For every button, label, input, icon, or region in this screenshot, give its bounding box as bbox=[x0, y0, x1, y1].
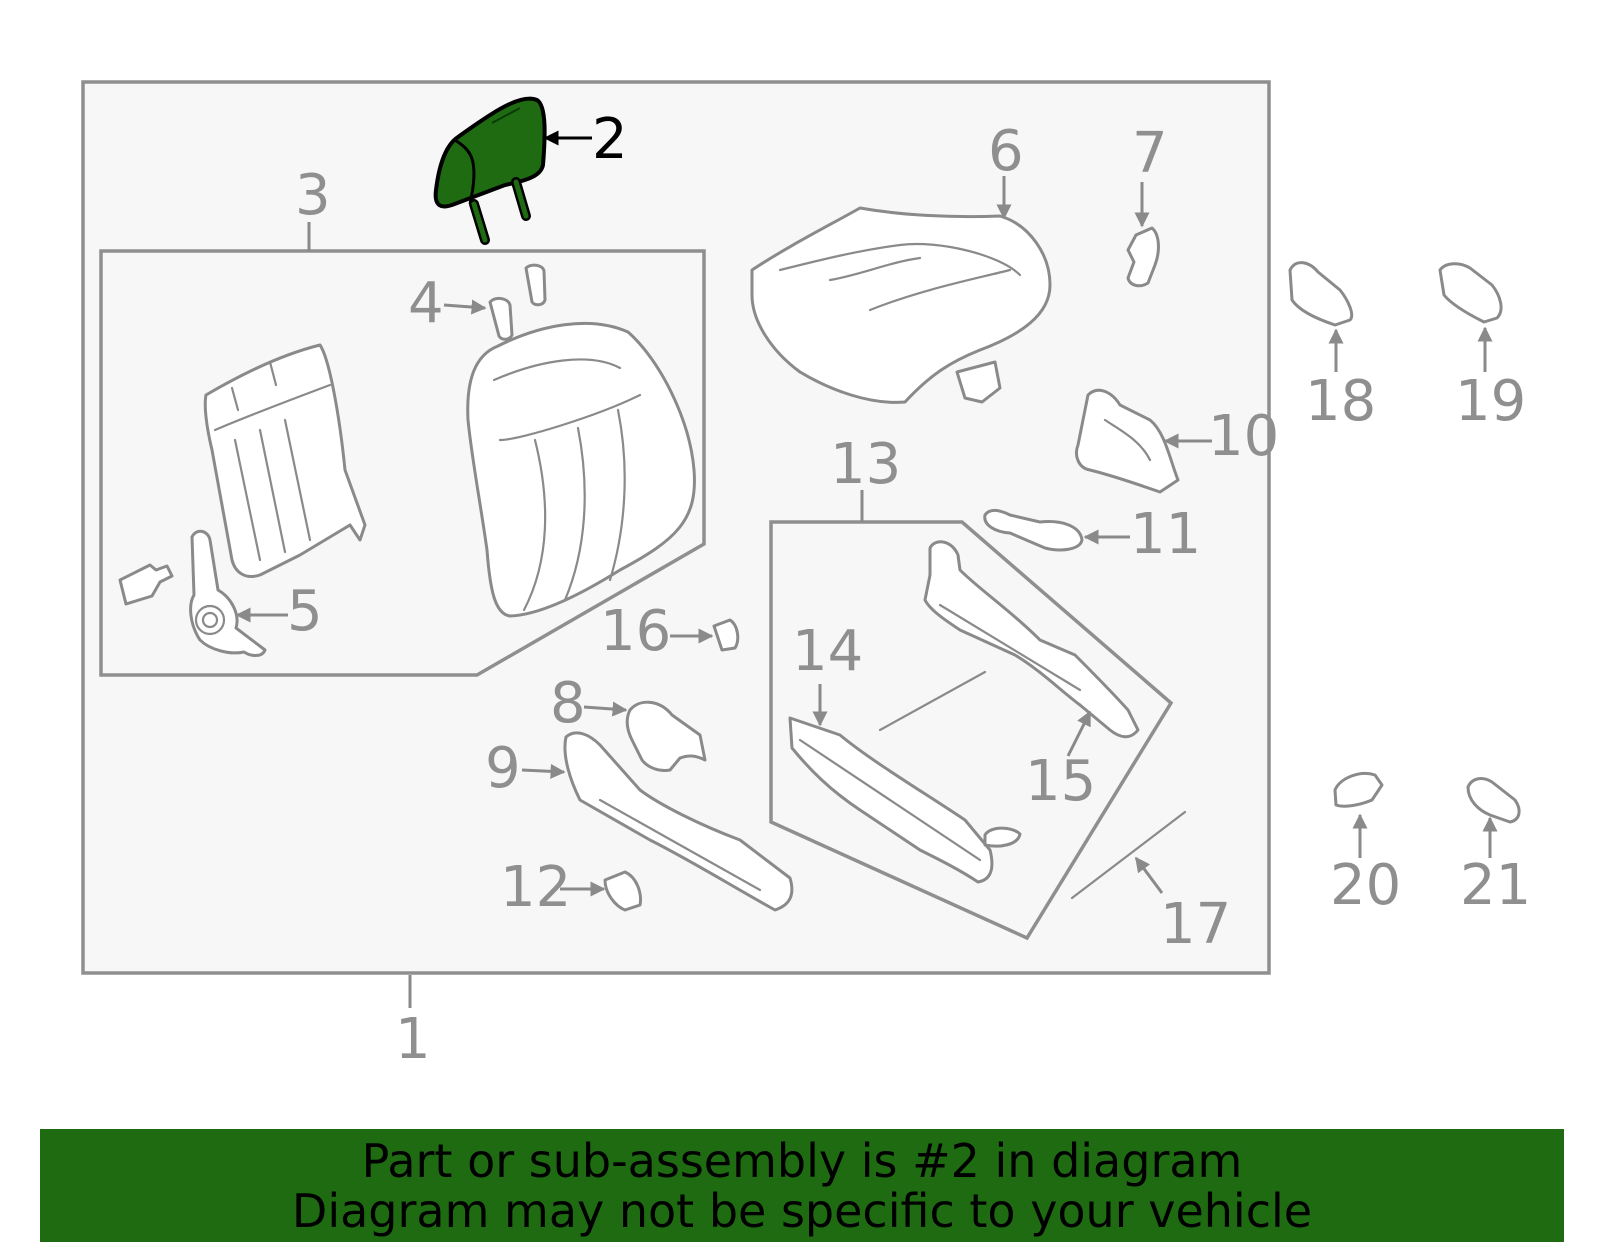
callout-11: 11 bbox=[1130, 502, 1201, 567]
adjuster-subassembly-box bbox=[769, 520, 1174, 941]
clip-part-18 bbox=[1288, 261, 1354, 327]
callout-6: 6 bbox=[988, 119, 1024, 184]
seatback-frame-part bbox=[203, 343, 367, 578]
callout-1: 1 bbox=[395, 1007, 431, 1072]
callout-17: 17 bbox=[1160, 892, 1231, 957]
callout-2: 2 bbox=[592, 107, 628, 172]
headrest-part[interactable] bbox=[433, 96, 547, 245]
clip-part-21 bbox=[1466, 777, 1521, 824]
callout-4: 4 bbox=[408, 271, 444, 336]
callout-18: 18 bbox=[1305, 369, 1376, 434]
seatback-cushion-part bbox=[466, 321, 696, 618]
headrest-guide-part bbox=[488, 263, 547, 341]
callout-9: 9 bbox=[485, 736, 521, 801]
callout-14: 14 bbox=[792, 619, 863, 684]
callout-15: 15 bbox=[1025, 749, 1096, 814]
seat-cushion-part bbox=[750, 206, 1052, 404]
callout-8: 8 bbox=[550, 671, 586, 736]
rod-part-17 bbox=[1070, 810, 1187, 900]
callout-20: 20 bbox=[1330, 853, 1401, 918]
info-banner: Part or sub-assembly is #2 in diagram Di… bbox=[40, 1129, 1564, 1242]
side-cover-part-9 bbox=[563, 731, 794, 912]
clip-part-19 bbox=[1438, 262, 1503, 324]
callout-19: 19 bbox=[1455, 369, 1526, 434]
banner-line-1: Part or sub-assembly is #2 in diagram bbox=[361, 1133, 1243, 1188]
callout-3: 3 bbox=[295, 163, 331, 228]
seatback-subassembly-box bbox=[99, 249, 706, 677]
callout-21: 21 bbox=[1460, 853, 1531, 918]
callout-16: 16 bbox=[600, 599, 671, 664]
banner-line-2: Diagram may not be specific to your vehi… bbox=[291, 1183, 1313, 1238]
callout-7: 7 bbox=[1132, 121, 1168, 186]
cable-part-11 bbox=[983, 509, 1084, 552]
seat-track-upper-part bbox=[923, 540, 1140, 739]
callout-5: 5 bbox=[287, 579, 323, 644]
bracket-part-10 bbox=[1075, 388, 1180, 494]
cap-part-12 bbox=[603, 870, 642, 912]
clip-part-16 bbox=[712, 618, 740, 652]
callout-13: 13 bbox=[830, 432, 901, 497]
callout-12: 12 bbox=[500, 855, 571, 920]
clip-part-7 bbox=[1126, 226, 1160, 288]
bracket-part-8 bbox=[625, 700, 707, 772]
callout-10: 10 bbox=[1208, 404, 1279, 469]
seat-track-lower-part bbox=[788, 716, 1022, 884]
clip-part-20 bbox=[1333, 772, 1384, 808]
rod-part bbox=[878, 670, 987, 732]
recliner-part bbox=[118, 529, 267, 657]
